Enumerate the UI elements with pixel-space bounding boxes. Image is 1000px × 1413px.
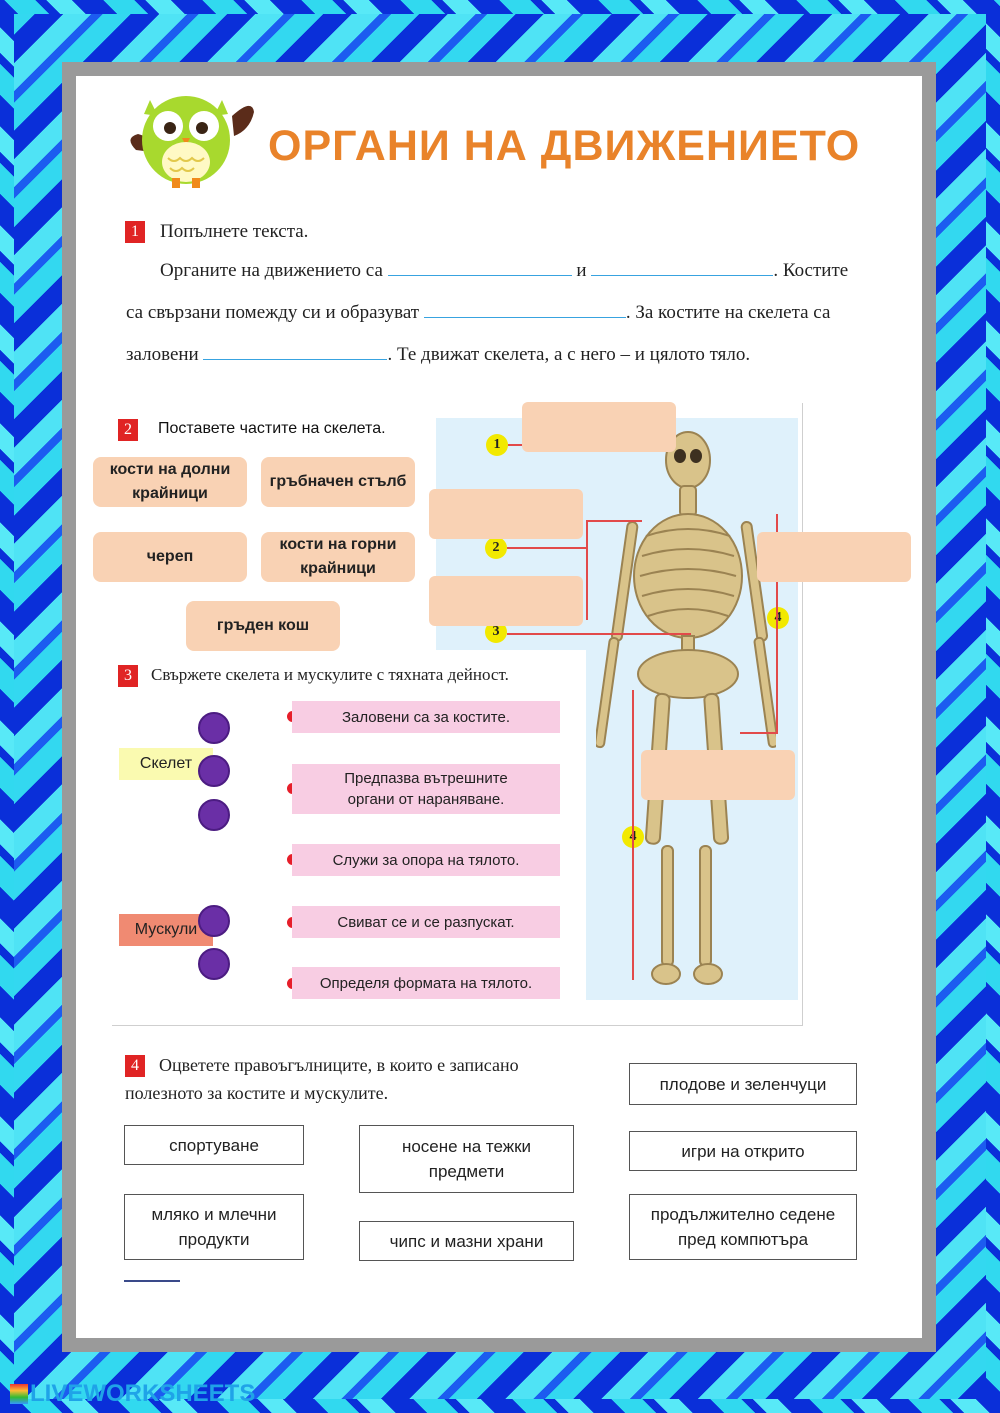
task-1-text: са свързани помежду си и образуват: [126, 302, 420, 323]
blank-input-2[interactable]: [591, 257, 774, 276]
option-sports[interactable]: спортуване: [124, 1125, 304, 1165]
option-dairy[interactable]: мляко и млечни продукти: [124, 1194, 304, 1260]
card-upper-limb-bones[interactable]: кости на горни крайници: [261, 532, 415, 582]
task-1-text: . Костите: [773, 260, 849, 281]
function-item[interactable]: Свиват се и се разпускат.: [292, 906, 560, 938]
option-outdoor-games[interactable]: игри на открито: [629, 1131, 857, 1171]
function-item[interactable]: Заловени са за костите.: [292, 701, 560, 733]
option-prolonged-sitting[interactable]: продължително седене пред компютъра: [629, 1194, 857, 1260]
connector-dot[interactable]: [198, 799, 230, 831]
footer-brand: LIVEWORKSHEETS: [30, 1380, 256, 1407]
task-1-number: 1: [125, 221, 145, 243]
marker-4-upper: 4: [767, 607, 789, 629]
pointer-line: [740, 732, 778, 734]
connector-dot[interactable]: [198, 712, 230, 744]
task-1-text: . Те движат скелета, а с него – и цялото…: [387, 344, 751, 365]
function-item[interactable]: Служи за опора на тялото.: [292, 844, 560, 876]
pointer-line: [586, 520, 642, 522]
drop-target-1[interactable]: [522, 402, 676, 452]
skeleton-illustration: [596, 431, 776, 985]
function-item[interactable]: Определя формата на тялото.: [292, 967, 560, 999]
drop-target-2[interactable]: [429, 489, 583, 539]
function-item[interactable]: Предпазва вътрешните органи от нараняван…: [292, 764, 560, 814]
task-1-line-2: са свързани помежду си и образуват . За …: [126, 299, 830, 324]
task-1-text: Органите на движението са: [160, 260, 383, 281]
pointer-line: [507, 547, 587, 549]
option-chips-fatty-food[interactable]: чипс и мазни храни: [359, 1221, 574, 1261]
skeleton-label: Скелет: [119, 748, 213, 780]
task-2-number: 2: [118, 419, 138, 441]
owl-icon: [130, 96, 254, 188]
card-rib-cage[interactable]: гръден кош: [186, 601, 340, 651]
muscles-label: Мускули: [119, 914, 213, 946]
drop-target-4a[interactable]: [757, 532, 911, 582]
pointer-line: [586, 520, 588, 620]
connector-dot[interactable]: [198, 948, 230, 980]
card-skull[interactable]: череп: [93, 532, 247, 582]
card-spine[interactable]: гръбначен стълб: [261, 457, 415, 507]
card-lower-limb-bones[interactable]: кости на долни крайници: [93, 457, 247, 507]
panel-divider: [112, 655, 586, 657]
task-1-line-3: заловени . Те движат скелета, а с него –…: [126, 341, 750, 366]
task-2-3-panel: [112, 403, 803, 1026]
task-4-number: 4: [125, 1055, 145, 1077]
task-1-instruction: Попълнете текста.: [160, 221, 309, 242]
task-1-line-1: Органите на движението са и . Костите: [160, 257, 848, 282]
decorative-line: [124, 1280, 180, 1282]
option-heavy-lifting[interactable]: носене на тежки предмети: [359, 1125, 574, 1193]
pointer-line: [776, 514, 778, 734]
task-4-instruction-1: Оцветете правоъгълниците, в които е запи…: [159, 1055, 519, 1075]
connector-dot[interactable]: [198, 755, 230, 787]
task-1-text: заловени: [126, 344, 199, 365]
task-4-instruction-2: полезното за костите и мускулите.: [125, 1083, 389, 1103]
blank-input-1[interactable]: [387, 257, 572, 276]
task-2-instruction: Поставете частите на скелета.: [158, 420, 386, 437]
skeleton-background-lower: [586, 650, 798, 1000]
marker-1: 1: [486, 434, 508, 456]
drop-target-3[interactable]: [429, 576, 583, 626]
option-fruits-vegetables[interactable]: плодове и зеленчуци: [629, 1063, 857, 1105]
pointer-line: [632, 690, 634, 980]
connector-dot[interactable]: [198, 905, 230, 937]
marker-3: 3: [485, 621, 507, 643]
task-3-number: 3: [118, 665, 138, 687]
task-1-text: . За костите на скелета са: [625, 302, 831, 323]
task-1-text: и: [576, 260, 587, 281]
task-3-instruction: Свържете скелета и мускулите с тяхната д…: [151, 665, 509, 684]
drop-target-4b[interactable]: [641, 750, 795, 800]
blank-input-3[interactable]: [423, 299, 626, 318]
pointer-line: [507, 633, 691, 635]
liveworksheets-logo-icon: [10, 1384, 28, 1404]
page-title: ОРГАНИ НА ДВИЖЕНИЕТО: [268, 122, 861, 170]
marker-2: 2: [485, 537, 507, 559]
blank-input-4[interactable]: [203, 341, 388, 360]
